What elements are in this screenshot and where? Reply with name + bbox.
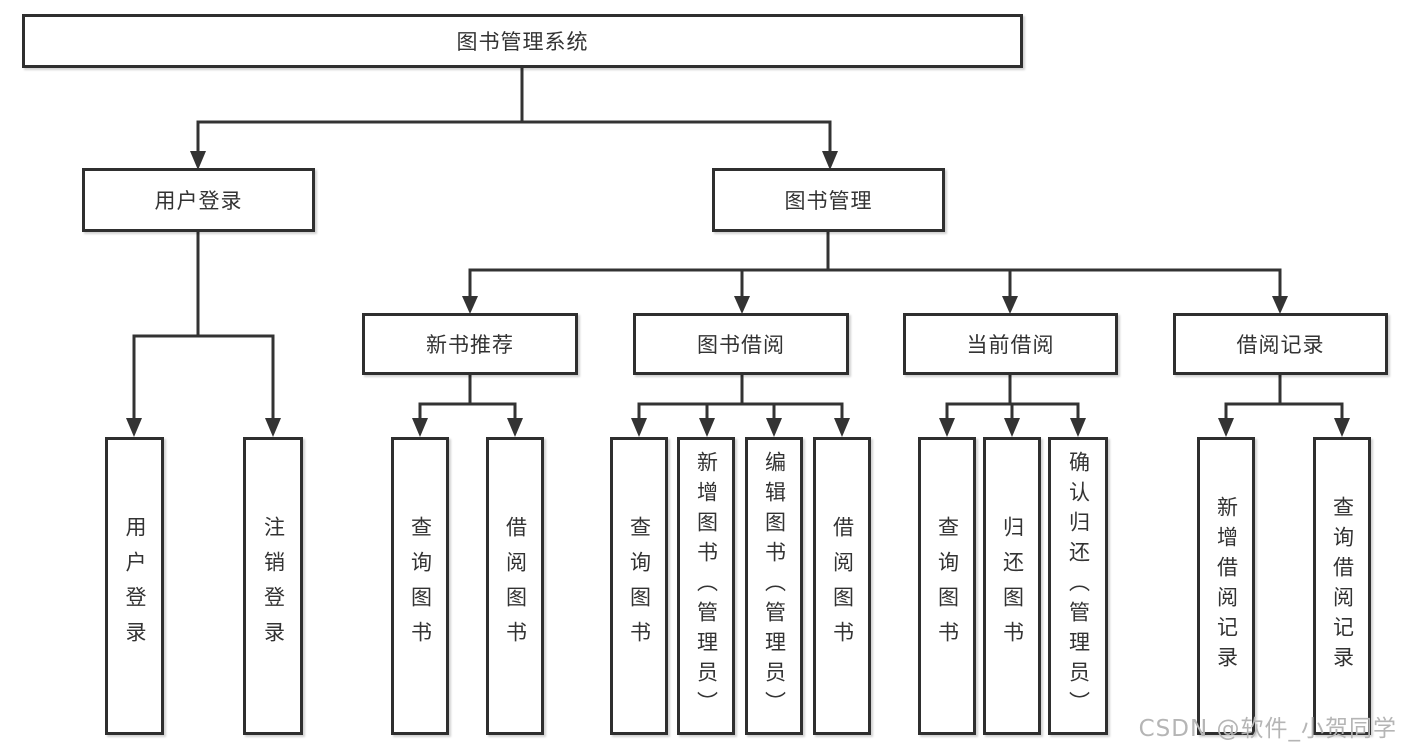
node-user-login-label: 用户登录: [154, 189, 243, 213]
node-new-book-recommend-label: 新书推荐: [426, 333, 514, 357]
leaf-add-book-admin: 新增图书（管理员）: [677, 437, 735, 735]
leaf-logout: 注销登录: [243, 437, 303, 735]
csdn-watermark: CSDN @软件_小贺同学: [1138, 716, 1397, 742]
leaf-add-borrow-record: 新增借阅记录: [1197, 437, 1255, 735]
node-root: 图书管理系统: [22, 14, 1023, 68]
leaf-edit-book-admin: 编辑图书（管理员）: [745, 437, 803, 735]
leaf-borrow-books-recommend: 借阅图书: [486, 437, 544, 735]
node-root-label: 图书管理系统: [456, 30, 589, 54]
leaf-return-book: 归还图书: [983, 437, 1041, 735]
leaf-query-borrow-record: 查询借阅记录: [1313, 437, 1371, 735]
node-book-borrow: 图书借阅: [633, 313, 849, 375]
node-new-book-recommend: 新书推荐: [362, 313, 578, 375]
node-current-borrow-label: 当前借阅: [966, 333, 1055, 357]
node-book-management: 图书管理: [712, 168, 945, 232]
node-book-borrow-label: 图书借阅: [697, 333, 785, 357]
leaf-query-books-recommend: 查询图书: [391, 437, 449, 735]
node-borrow-records-label: 借阅记录: [1236, 333, 1325, 357]
node-book-management-label: 图书管理: [784, 189, 873, 213]
leaf-confirm-return-admin: 确认归还（管理员）: [1048, 437, 1108, 735]
leaf-query-books-current: 查询图书: [918, 437, 976, 735]
node-borrow-records: 借阅记录: [1173, 313, 1388, 375]
leaf-query-books-borrow: 查询图书: [610, 437, 668, 735]
leaf-user-login: 用户登录: [105, 437, 164, 735]
node-current-borrow: 当前借阅: [903, 313, 1118, 375]
node-user-login: 用户登录: [82, 168, 315, 232]
leaf-borrow-books: 借阅图书: [813, 437, 871, 735]
